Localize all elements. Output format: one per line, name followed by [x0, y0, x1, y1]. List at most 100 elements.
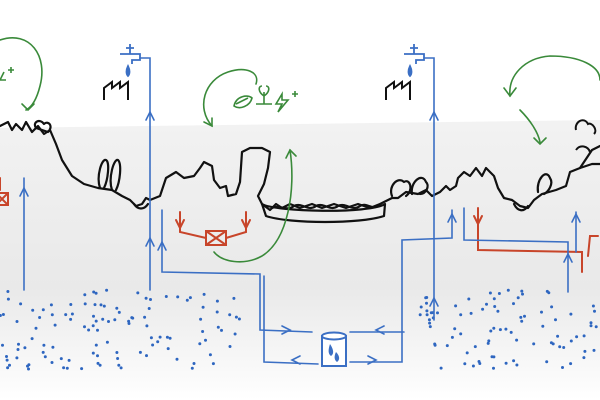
aquifer-dot [1, 343, 4, 347]
aquifer-dot [49, 303, 53, 307]
aquifer-dot [512, 359, 516, 363]
aquifer-dot [92, 314, 95, 318]
aquifer-dot [459, 332, 463, 336]
aquifer-dot [459, 313, 463, 317]
aquifer-dot [477, 360, 481, 363]
aquifer-dot [489, 329, 493, 333]
aquifer-dot [101, 317, 105, 321]
aquifer-dot [575, 335, 579, 339]
aquifer-dot [465, 351, 469, 355]
aquifer-dot [147, 307, 151, 310]
water-tap-icon [404, 44, 425, 78]
aquifer-dot [558, 345, 562, 349]
aquifer-dot [201, 305, 205, 309]
aquifer-dot [23, 346, 27, 350]
factory-icon [385, 80, 411, 100]
aquifer-dot [69, 317, 73, 321]
aquifer-dot [59, 357, 63, 361]
aquifer-dot [41, 308, 45, 312]
aquifer-dot [96, 354, 99, 358]
aquifer-dot [16, 348, 20, 351]
aquifer-dot [215, 299, 219, 303]
aquifer-dot [38, 316, 42, 319]
aquifer-dot [19, 302, 23, 306]
water-storage-tank-icon [321, 331, 347, 367]
aquifer-dot [463, 362, 467, 366]
aquifer-dot [99, 303, 103, 307]
aquifer-dot [469, 311, 473, 315]
aquifer-dot [98, 363, 102, 367]
aquifer-dot [15, 356, 19, 360]
aquifer-dot [485, 302, 488, 306]
aquifer-dot [425, 313, 429, 317]
aquifer-dot [211, 362, 215, 366]
aquifer-dot [592, 348, 596, 352]
aquifer-dot [69, 303, 73, 306]
contamination-flow-right [473, 207, 599, 273]
aquifer-dot [94, 291, 98, 295]
aquifer-dot [424, 296, 428, 300]
aquifer-dot [138, 350, 142, 354]
aquifer-dot [220, 328, 223, 332]
aquifer-dot [540, 310, 543, 314]
aquifer-dot [450, 335, 454, 339]
aquifer-dot [105, 340, 109, 344]
aquifer-dot [454, 304, 458, 308]
aquifer-dot [545, 360, 549, 364]
aquifer-dot [149, 336, 153, 340]
aquifer-dot [523, 314, 526, 318]
aquifer-dot [190, 366, 194, 370]
aquifer-dot [487, 339, 491, 343]
aquifer-dot [115, 351, 119, 354]
aquifer-dot [27, 367, 30, 371]
aquifer-dot [43, 355, 47, 359]
aquifer-dot [0, 314, 2, 317]
aquifer-dot [175, 357, 179, 361]
aquifer-dot [6, 366, 10, 370]
aquifer-dot [6, 297, 10, 301]
aquifer-dot [445, 344, 449, 348]
aquifer-dot [467, 297, 471, 301]
aquifer-dot [94, 343, 98, 347]
aquifer-dot [549, 341, 553, 345]
aquifer-dot [515, 338, 519, 342]
aquifer-dot [216, 325, 220, 329]
aquifer-dot [166, 347, 170, 351]
aquifer-dot [143, 315, 147, 319]
aquifer-dot [532, 342, 536, 346]
aquifer-dot [199, 317, 203, 321]
aquifer-dot [1, 313, 5, 316]
aquifer-dot [515, 363, 519, 367]
aquifer-dot [428, 325, 432, 329]
aquifer-dot [429, 311, 433, 315]
aquifer-dot [516, 296, 520, 300]
aquifer-dot [418, 313, 422, 317]
aquifer-dot [8, 363, 11, 367]
recharge-loop-center [202, 68, 297, 263]
aquifer-dot [569, 362, 573, 366]
aquifer-dot [107, 320, 110, 323]
aquifer-dot [550, 305, 554, 309]
aquifer-dot [176, 295, 180, 299]
energy-bolt-icon [0, 67, 298, 113]
plant-sprout-icon [256, 85, 272, 105]
aquifer-dot [156, 340, 160, 344]
aquifer-dot [569, 312, 573, 316]
aquifer-dot [582, 356, 586, 360]
factory-icon [103, 80, 129, 100]
terrain-details [574, 119, 597, 153]
aquifer-dot [119, 366, 123, 370]
aquifer-dot [232, 296, 236, 300]
tap-pipe-right [349, 57, 457, 363]
aquifer-dot [228, 345, 232, 348]
aquifer-dot [521, 292, 524, 296]
aquifer-dot [204, 338, 207, 342]
aquifer-dot [6, 290, 10, 293]
recharge-loop-left [0, 37, 43, 112]
aquifer-dot [65, 366, 69, 370]
aquifer-dot [127, 322, 131, 325]
aquifer-dot [144, 296, 148, 300]
aquifer-dot [83, 325, 86, 329]
aquifer-dot [589, 324, 593, 328]
aquifer-dot [583, 349, 587, 353]
